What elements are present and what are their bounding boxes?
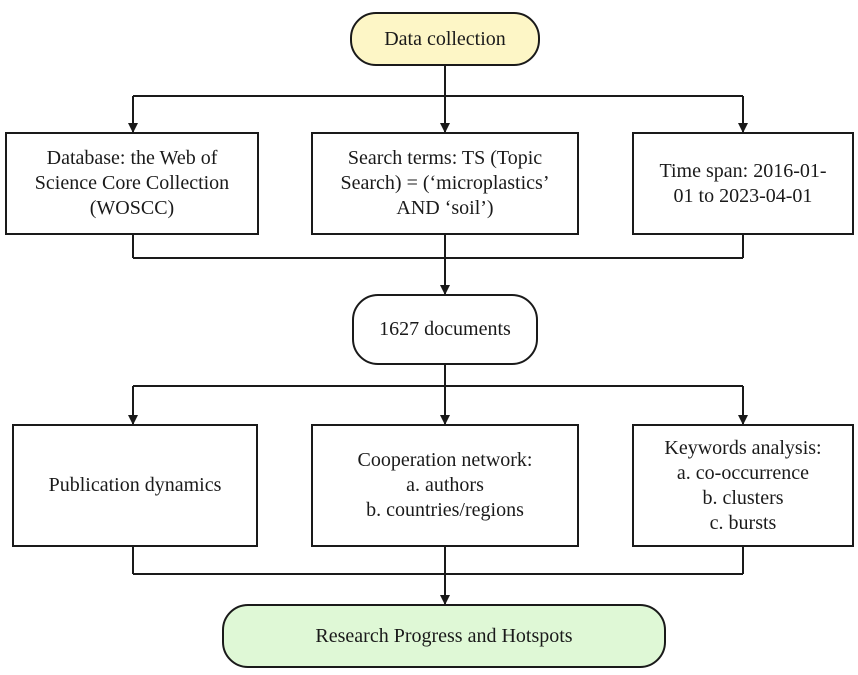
cooperation-network-box: Cooperation network: a. authors b. count… <box>311 424 579 547</box>
search-terms-box: Search terms: TS (Topic Search) = (‘micr… <box>311 132 579 235</box>
documents-node: 1627 documents <box>352 294 538 365</box>
cooperation-network-label: Cooperation network: a. authors b. count… <box>357 449 533 521</box>
keywords-analysis-label: Keywords analysis: a. co-occurrence b. c… <box>664 436 822 534</box>
research-progress-label: Research Progress and Hotspots <box>315 624 573 647</box>
search-terms-label: Search terms: TS (Topic Search) = (‘micr… <box>340 147 550 219</box>
publication-dynamics-box: Publication dynamics <box>12 424 258 547</box>
time-span-box: Time span: 2016-01- 01 to 2023-04-01 <box>632 132 854 235</box>
database-label: Database: the Web of Science Core Collec… <box>34 147 230 219</box>
time-span-label: Time span: 2016-01- 01 to 2023-04-01 <box>659 159 827 207</box>
documents-label: 1627 documents <box>379 318 511 340</box>
research-progress-node: Research Progress and Hotspots <box>222 604 666 668</box>
keywords-analysis-box: Keywords analysis: a. co-occurrence b. c… <box>632 424 854 547</box>
data-collection-label: Data collection <box>384 27 506 50</box>
data-collection-node: Data collection <box>350 12 540 66</box>
database-box: Database: the Web of Science Core Collec… <box>5 132 259 235</box>
publication-dynamics-label: Publication dynamics <box>48 474 222 496</box>
